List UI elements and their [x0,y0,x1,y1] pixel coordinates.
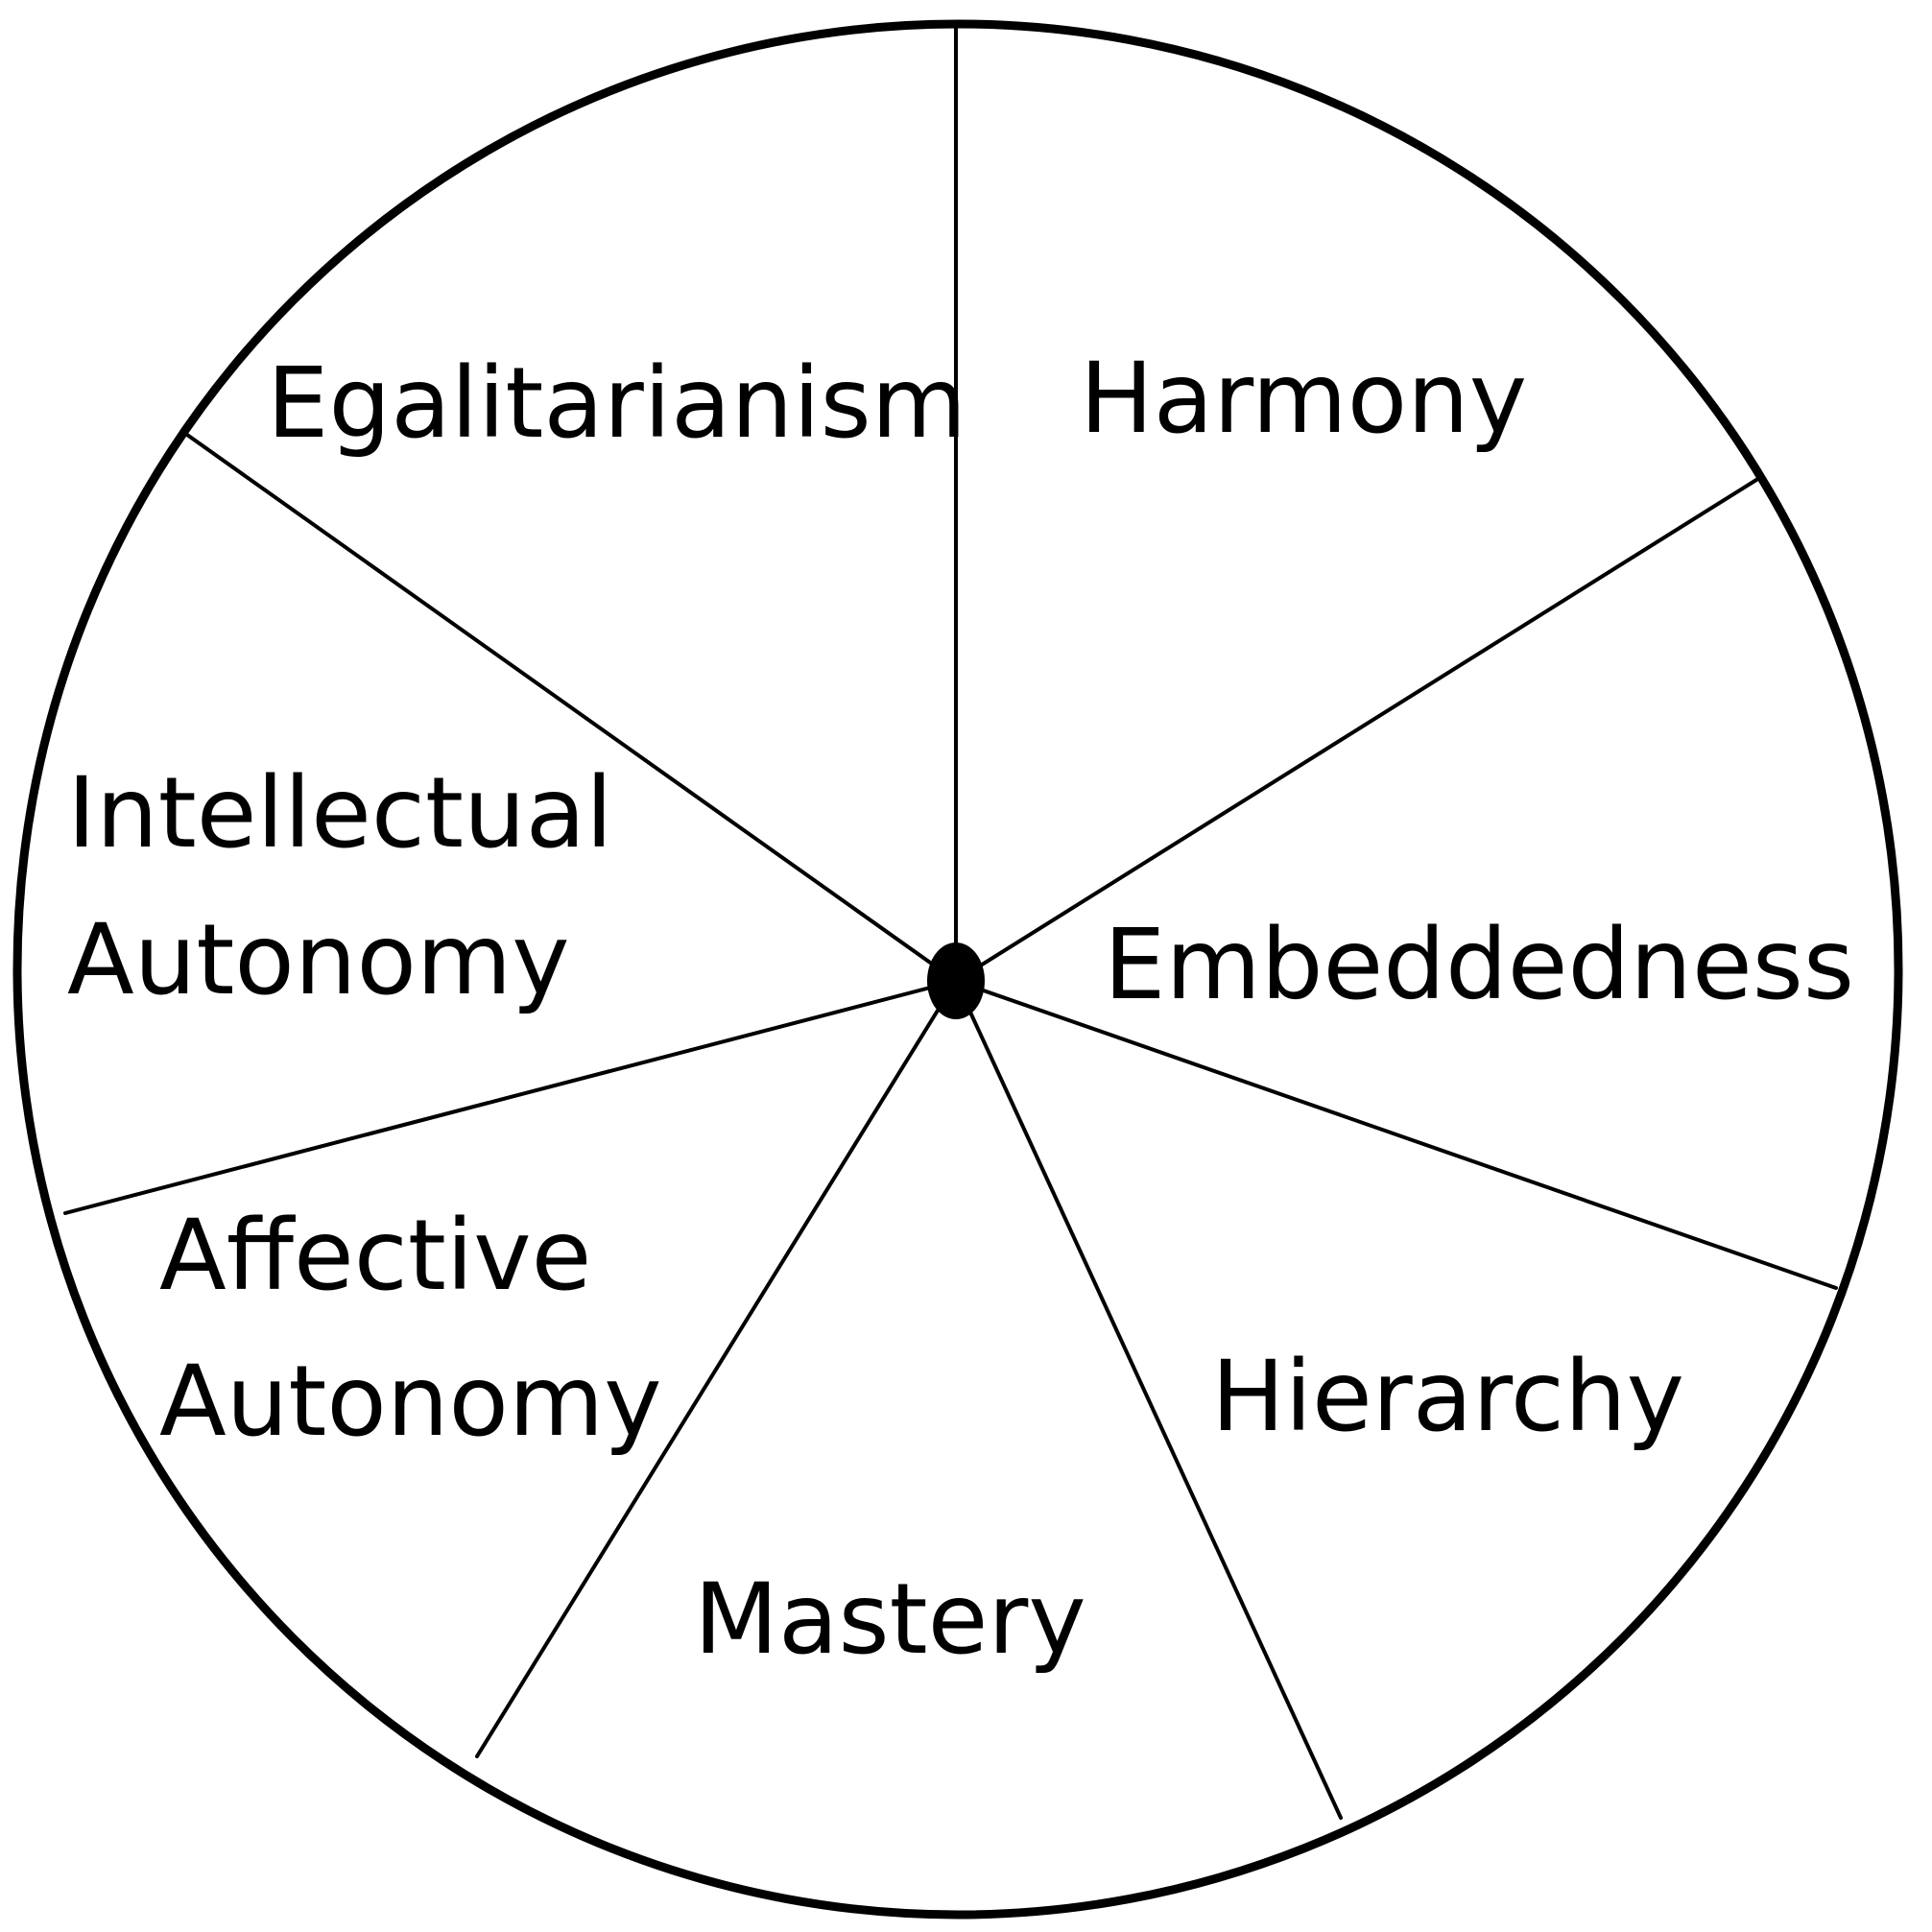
segment-label-harmony: Harmony [1080,342,1527,456]
divider-line [954,478,1758,983]
divider-line [185,433,958,983]
segment-label-mastery: Mastery [694,1562,1086,1677]
segment-label-egalitarianism: Egalitarianism [267,346,966,461]
divider-line [475,979,958,1758]
segment-label-intellectual-autonomy-line-1: Intellectual [67,756,612,871]
segment-label-hierarchy: Hierarchy [1211,1340,1684,1454]
segment-label-affective-autonomy-line-1: Affective [159,1199,591,1313]
center-dot [927,942,985,1019]
segment-label-intellectual-autonomy-line-2: Autonomy [67,903,570,1017]
divider-line [954,979,1343,1820]
divider-line [63,979,958,1215]
divider-line [954,979,1838,1290]
segment-label-affective-autonomy-line-2: Autonomy [159,1345,662,1459]
segment-label-embeddedness: Embeddedness [1104,908,1854,1022]
